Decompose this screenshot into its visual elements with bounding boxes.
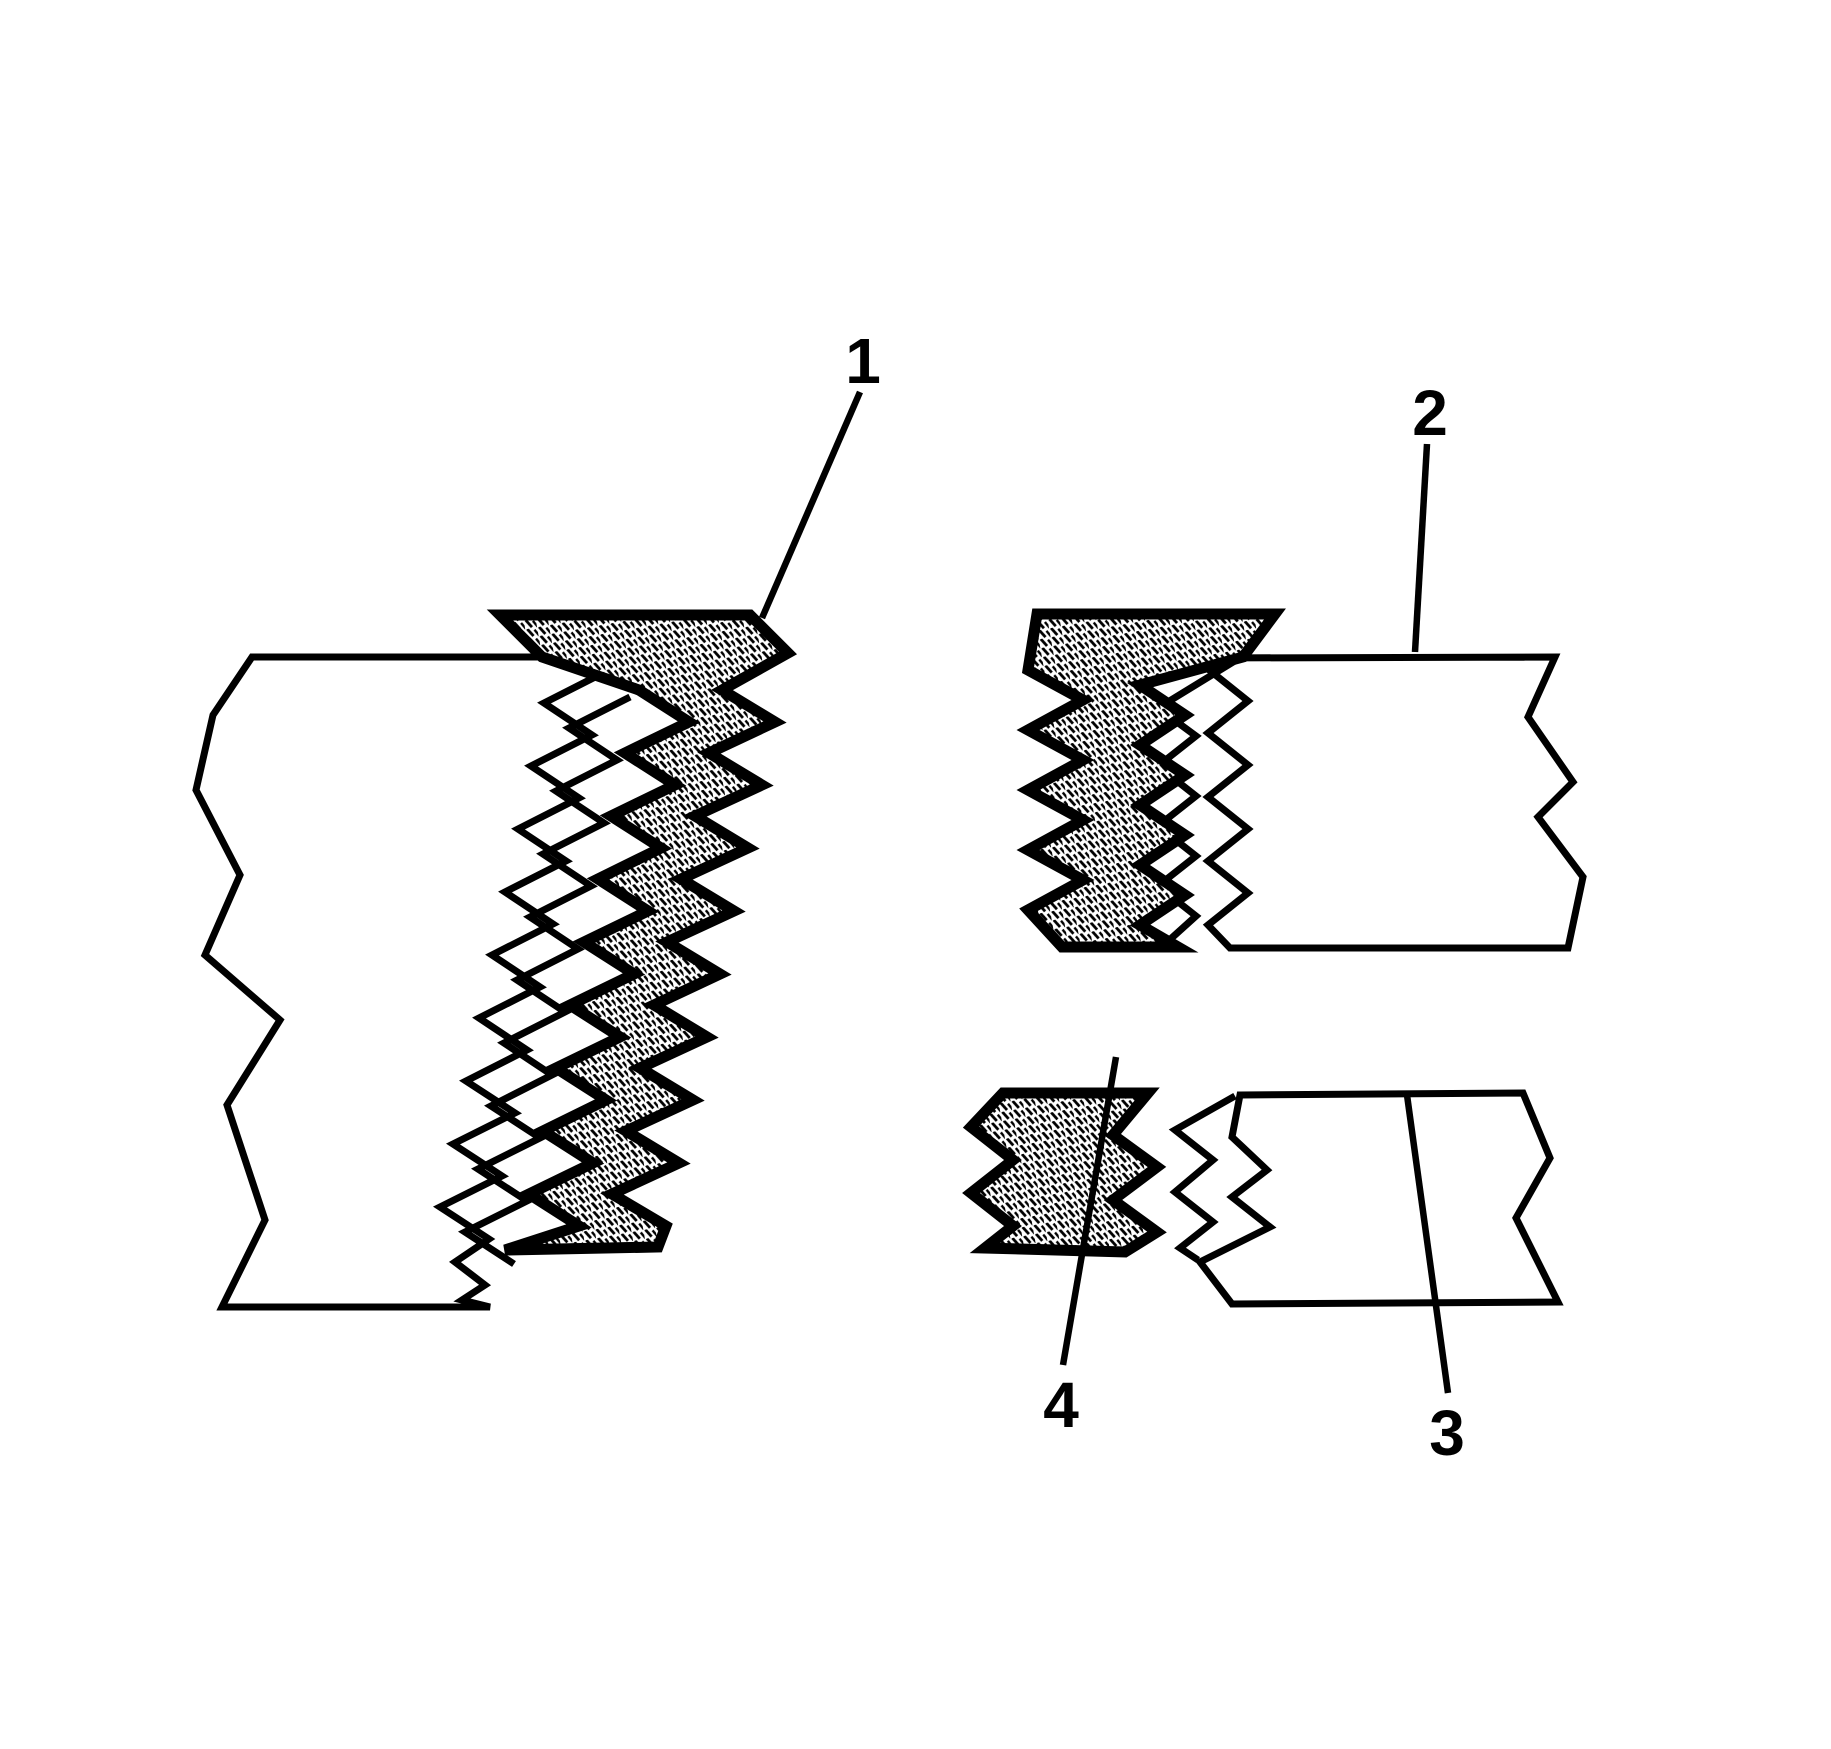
stud-thread-ribbon: [1016, 608, 1286, 953]
small-threaded-part-figure: [962, 1087, 1564, 1308]
leader-line-3: [1403, 1094, 1452, 1394]
leader-line-2: [1411, 443, 1431, 653]
callout-2: 2: [1411, 377, 1448, 653]
callout-2-label: 2: [1412, 377, 1448, 449]
callout-1: 1: [759, 325, 881, 620]
boss-body-outline: [192, 653, 615, 1311]
small-part-thread-root-line: [1168, 1092, 1237, 1263]
stud-body-outline: [1200, 653, 1587, 952]
thread-insert-ribbon: [486, 609, 798, 1256]
callout-3: 3: [1403, 1094, 1465, 1469]
leader-line-4: [1059, 1056, 1120, 1366]
threaded-stud-figure: [1016, 608, 1587, 953]
callout-1-label: 1: [845, 325, 881, 397]
leader-line-1: [759, 390, 863, 620]
boss-thread-root-line: [457, 693, 632, 1267]
callout-4: 4: [1043, 1056, 1120, 1441]
small-part-thread-ribbon: [962, 1087, 1167, 1258]
callout-3-label: 3: [1429, 1397, 1465, 1469]
small-part-body-outline: [1194, 1089, 1564, 1308]
callout-4-label: 4: [1043, 1369, 1079, 1441]
boss-with-thread-insert-figure: [192, 609, 798, 1311]
